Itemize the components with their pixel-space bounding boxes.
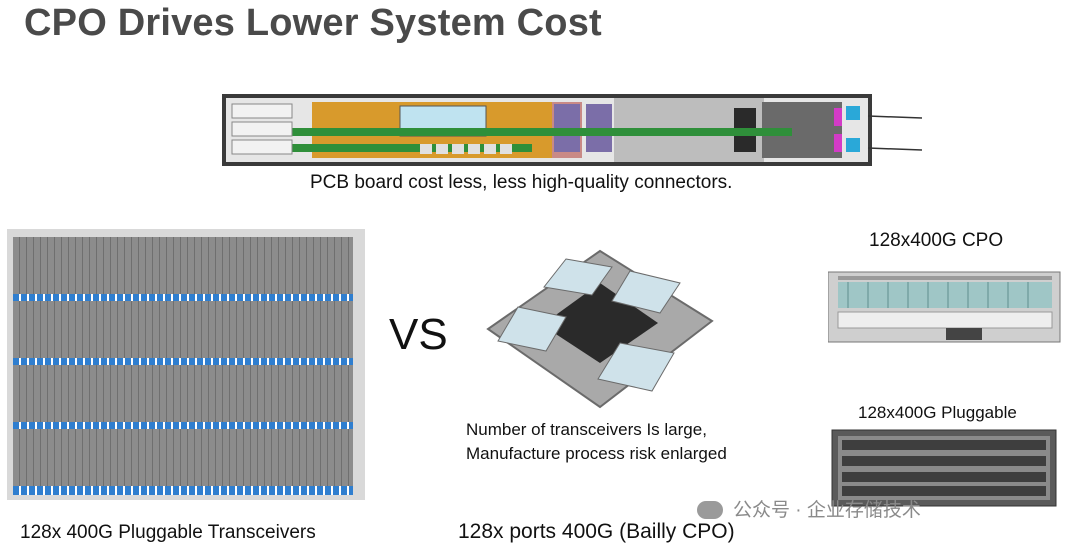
page-title: CPO Drives Lower System Cost xyxy=(24,2,602,44)
transceiver-tray xyxy=(13,429,353,495)
cpo-module-image xyxy=(486,249,714,409)
center-note-line-2: Manufacture process risk enlarged xyxy=(466,444,727,463)
transceiver-tray xyxy=(13,301,353,367)
transceiver-tray xyxy=(13,365,353,431)
pluggable-switch-chassis-image xyxy=(831,429,1057,507)
watermark-text: 公众号 · 企业存储技术 xyxy=(733,500,921,521)
wechat-icon xyxy=(697,501,723,519)
pcb-caption: PCB board cost less, less high-quality c… xyxy=(310,172,733,193)
center-note-line-1: Number of transceivers Is large, xyxy=(466,420,707,439)
left-caption: 128x 400G Pluggable Transceivers xyxy=(20,522,316,543)
vs-label: VS xyxy=(389,310,448,359)
transceiver-tray xyxy=(13,237,353,303)
center-caption: 128x ports 400G (Bailly CPO) xyxy=(458,520,735,543)
pcb-green-trace xyxy=(232,128,792,136)
pcb-board-diagram xyxy=(222,94,922,166)
pluggable-transceivers-photo xyxy=(7,229,365,500)
pluggable-switch-label: 128x400G Pluggable xyxy=(858,403,1017,422)
cpo-switch-label: 128x400G CPO xyxy=(869,230,1004,251)
watermark: 公众号 · 企业存储技术 xyxy=(697,495,921,522)
cpo-switch-chassis-image xyxy=(828,271,1061,343)
